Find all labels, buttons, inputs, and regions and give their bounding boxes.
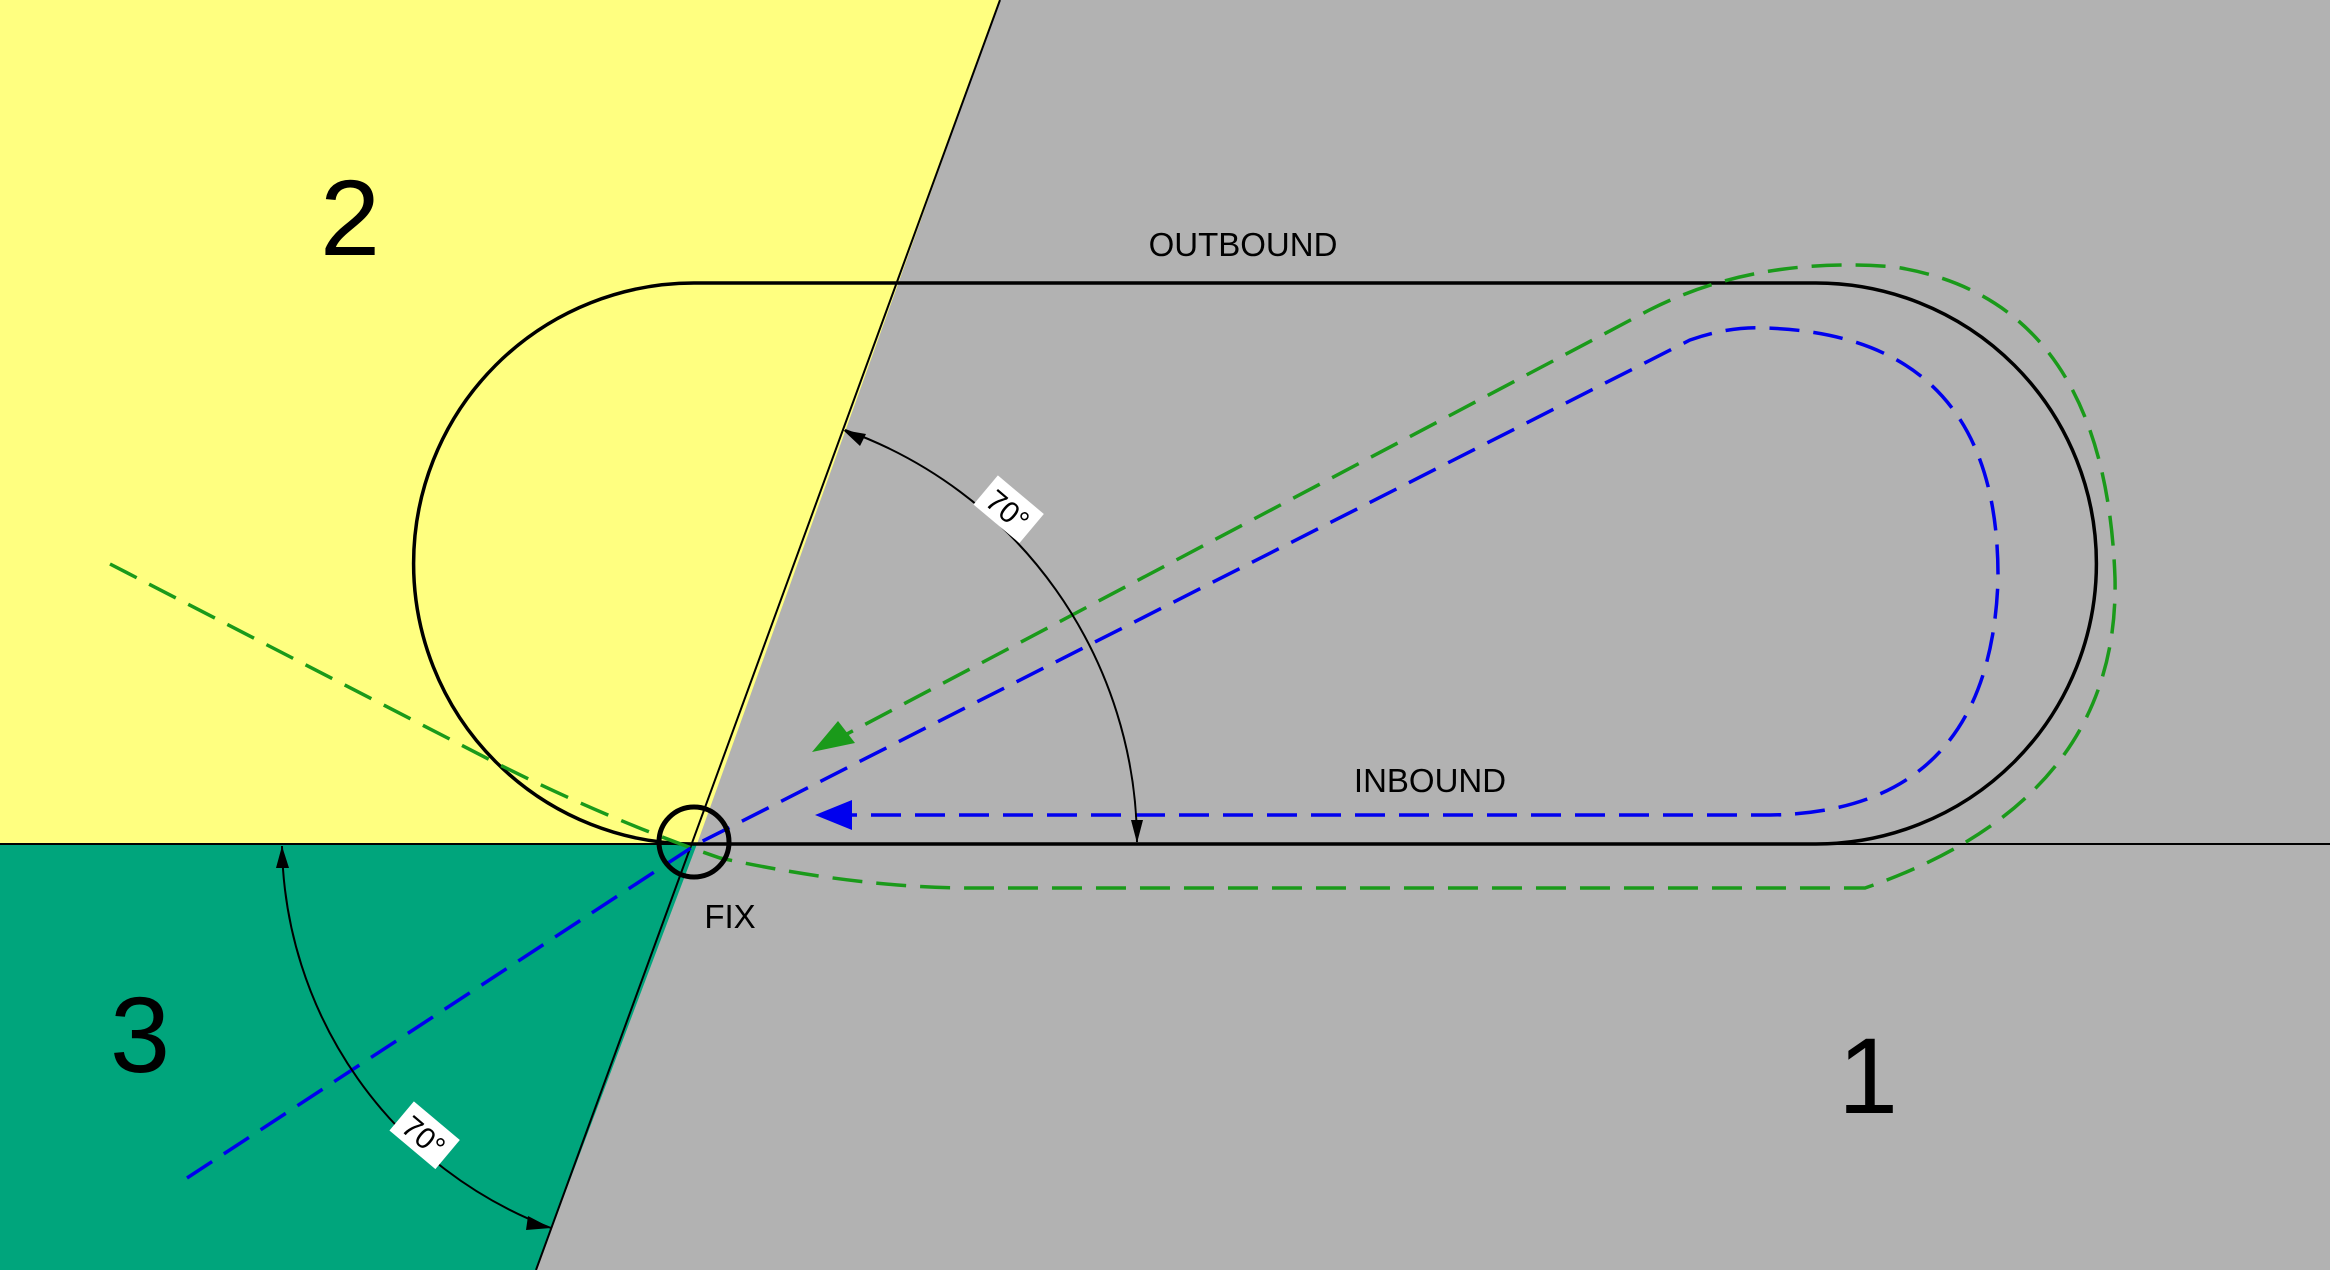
inbound-label: INBOUND bbox=[1354, 762, 1506, 799]
lower-angle-arrowhead-end bbox=[526, 1216, 551, 1230]
sector-2-region bbox=[0, 0, 1000, 844]
blue-entry-path bbox=[186, 326, 2000, 1180]
sector-boundary-slanted bbox=[535, 0, 1001, 1270]
sector-1-label: 1 bbox=[1838, 1015, 1898, 1136]
upper-angle-label-bg bbox=[973, 475, 1044, 544]
upper-angle-arrowhead-end bbox=[1131, 820, 1143, 843]
lower-angle-label-bg bbox=[389, 1101, 460, 1170]
blue-arrowhead bbox=[815, 800, 852, 830]
holding-pattern-racetrack bbox=[411, 281, 2099, 846]
upper-angle-arc bbox=[844, 429, 1138, 843]
fix-label: FIX bbox=[704, 898, 755, 935]
green-entry-path bbox=[109, 263, 2117, 890]
upper-angle-arrowhead-start bbox=[843, 430, 866, 446]
lower-angle-arc bbox=[281, 845, 552, 1229]
sector-3-label: 3 bbox=[110, 974, 170, 1095]
green-arrowhead bbox=[812, 721, 855, 752]
outbound-label: OUTBOUND bbox=[1149, 226, 1338, 263]
fix-marker bbox=[656, 804, 732, 880]
sector-2-label: 2 bbox=[320, 157, 380, 278]
lower-angle-arrowhead-start bbox=[276, 846, 289, 868]
sector-3-region bbox=[0, 844, 697, 1270]
